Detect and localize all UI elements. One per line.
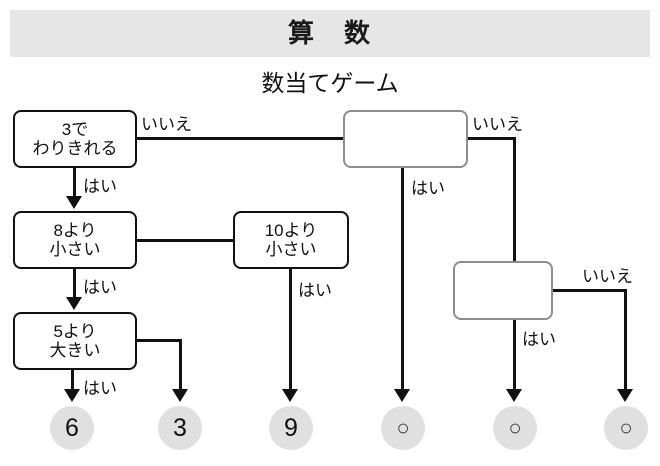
decision-box-blank-bottom-right[interactable]	[453, 261, 553, 320]
connector-blank1-no-vertical	[513, 137, 516, 262]
connector-5yori-no-vertical	[179, 339, 182, 391]
edge-label-blank2-no: いいえ	[582, 267, 633, 286]
arrowhead-result-blank-2	[506, 389, 522, 402]
connector-8yori-yes	[73, 268, 76, 299]
edge-label-blank1-no: いいえ	[472, 115, 523, 134]
decision-box-greater-than-5[interactable]: 5より 大きい	[13, 312, 137, 370]
edge-label-5yori-yes: はい	[83, 379, 117, 398]
connector-blank1-no-horizontal	[466, 137, 516, 140]
decision-box-blank-top-right[interactable]	[343, 110, 468, 168]
arrowhead-result-blank-3	[617, 389, 633, 402]
connector-5yori-yes	[71, 369, 74, 391]
result-circle-9[interactable]: 9	[269, 406, 313, 450]
edge-label-3de-no: いいえ	[141, 115, 192, 134]
edge-label-3de-yes: はい	[83, 177, 117, 196]
result-circle-blank-1[interactable]: ○	[381, 406, 425, 450]
connector-3de-yes	[73, 167, 76, 198]
decision-box-line-1: 8より	[53, 220, 97, 240]
decision-box-line-1: 10より	[264, 220, 318, 240]
decision-box-line-2: わりきれる	[32, 139, 118, 158]
edge-label-blank1-yes: はい	[411, 179, 445, 198]
arrowhead-result-9	[282, 389, 298, 402]
decision-box-line-2: 大きい	[49, 341, 101, 360]
result-circle-blank-2[interactable]: ○	[493, 406, 537, 450]
result-circle-blank-3[interactable]: ○	[604, 406, 648, 450]
decision-box-divisible-by-3[interactable]: 3で わりきれる	[13, 110, 137, 168]
edge-label-10yori-yes: はい	[298, 281, 332, 300]
decision-box-line-1: 5より	[53, 321, 97, 341]
connector-blank2-yes	[513, 319, 516, 391]
arrowhead-result-6	[64, 389, 80, 402]
arrowhead-result-blank-1	[394, 389, 410, 402]
connector-blank2-no-vertical	[624, 289, 627, 391]
subtitle: 数当てゲーム	[261, 70, 399, 96]
arrowhead-8yori-yes	[66, 297, 82, 310]
decision-box-less-than-8[interactable]: 8より 小さい	[13, 211, 137, 269]
connector-10yori-yes	[289, 268, 292, 391]
connector-3de-no	[135, 137, 345, 140]
header-bar: 算 数	[10, 10, 650, 57]
page-title: 算 数	[287, 18, 372, 48]
decision-box-less-than-10[interactable]: 10より 小さい	[233, 211, 349, 269]
connector-8yori-no	[135, 239, 235, 242]
arrowhead-result-3	[172, 389, 188, 402]
result-circle-6[interactable]: 6	[50, 406, 94, 450]
arrowhead-3de-yes	[66, 196, 82, 209]
result-circle-3[interactable]: 3	[158, 406, 202, 450]
decision-box-line-2: 小さい	[49, 240, 101, 259]
edge-label-8yori-yes: はい	[83, 278, 117, 297]
edge-label-blank2-yes: はい	[522, 330, 556, 349]
connector-blank2-no-horizontal	[551, 289, 626, 292]
decision-box-line-1: 3で	[61, 119, 89, 139]
connector-blank1-yes	[401, 167, 404, 391]
connector-5yori-no-horizontal	[135, 339, 182, 342]
decision-box-line-2: 小さい	[265, 240, 317, 259]
